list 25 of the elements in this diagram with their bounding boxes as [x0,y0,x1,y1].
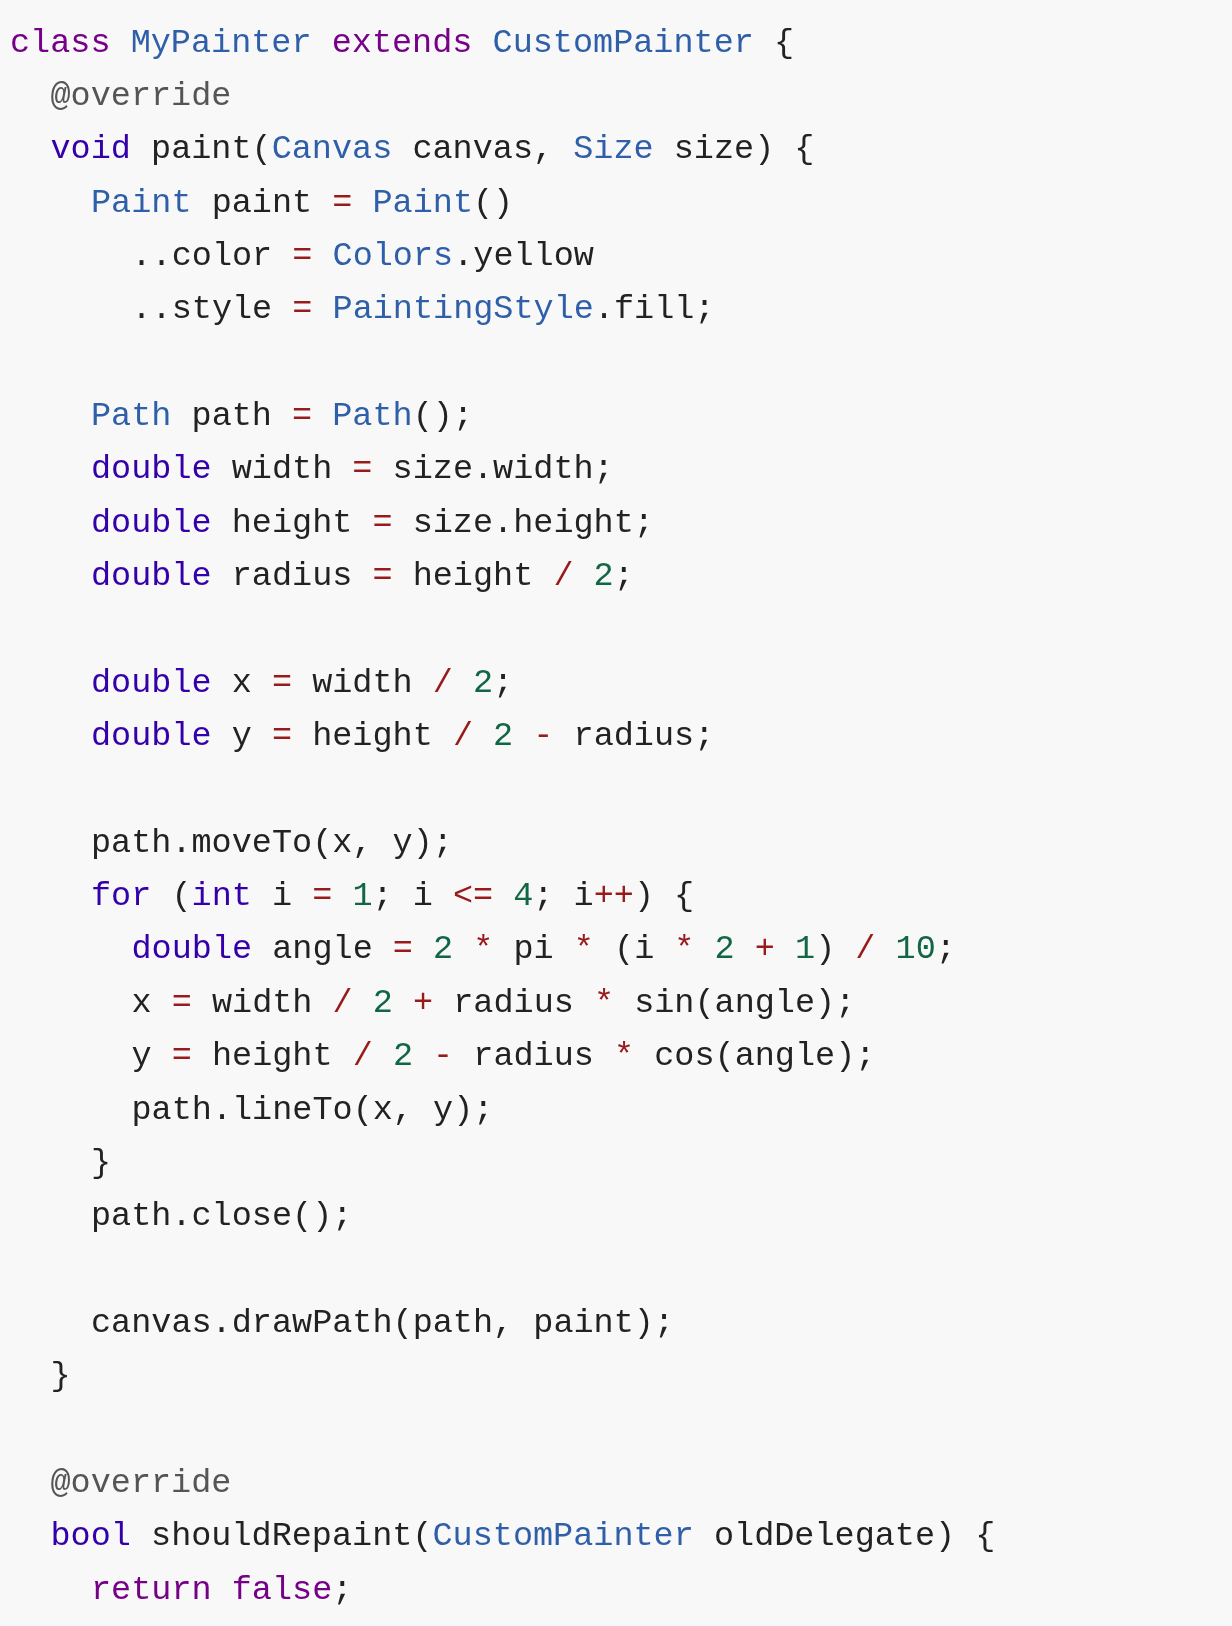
code-line: canvas.drawPath(path, paint); [91,1302,674,1344]
code-line: y = height / 2 - radius * cos(angle); [131,1036,876,1078]
code-line: } [91,1142,112,1184]
code-line: double height = size.height; [91,502,654,544]
code-line: @override [50,75,232,117]
code-line: path.moveTo(x, y); [91,822,453,864]
code-line: path.lineTo(x, y); [131,1089,494,1131]
code-line: ..color = Colors.yellow [131,235,594,277]
code-line: for (int i = 1; i <= 4; i++) { [91,876,695,918]
code-line: } [50,1356,71,1398]
code-line: double radius = height / 2; [91,556,634,597]
code-line: bool shouldRepaint(CustomPainter oldDelegate) { [50,1516,996,1558]
code-line: path.close(); [91,1196,353,1238]
code-line: void paint(Canvas canvas, Size size) { [50,129,815,171]
code-line: return false; [91,1569,353,1611]
code-line: Paint paint = Paint() [91,182,514,224]
code-line: class MyPainter extends CustomPainter { [10,22,795,64]
code-line: @override [50,1462,232,1504]
code-line: ..style = PaintingStyle.fill; [131,289,715,331]
code-line: x = width / 2 + radius * sin(angle); [131,982,856,1024]
code-line: Path path = Path(); [91,395,473,437]
code-line: double angle = 2 * pi * (i * 2 + 1) / 10; [131,929,956,971]
code-line: double x = width / 2; [91,662,514,704]
code-line: double y = height / 2 - radius; [91,716,715,758]
code-line: double width = size.width; [91,449,614,491]
